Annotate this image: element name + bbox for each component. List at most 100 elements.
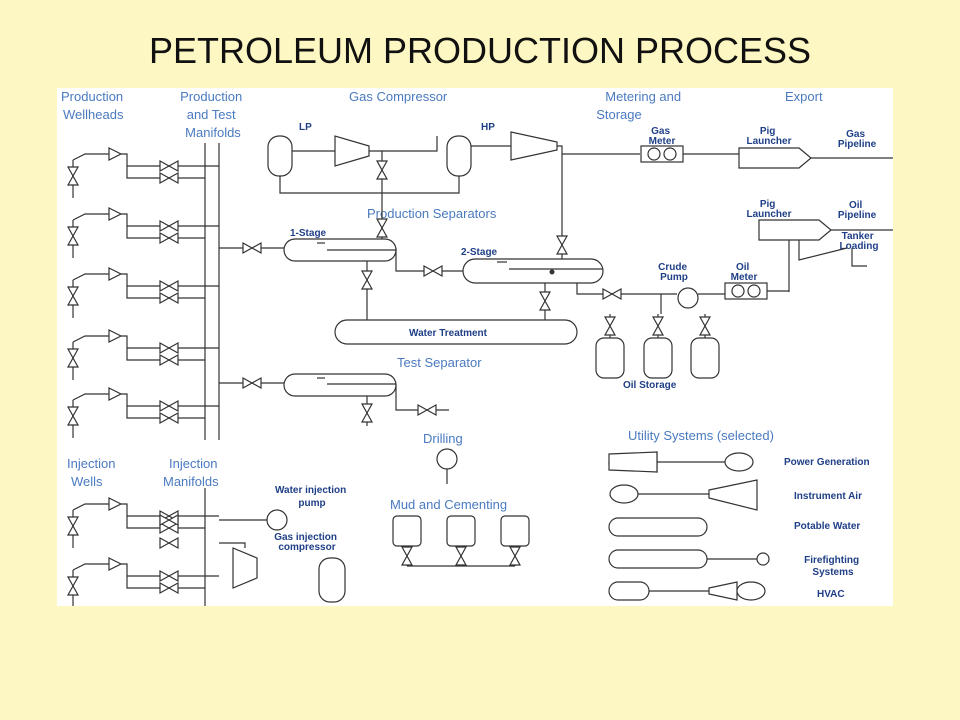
manifold-valve-b [159,581,179,595]
choke-icon [108,147,123,161]
oil-tank-1 [595,337,625,379]
hp-compressor [510,131,558,161]
lp-to-hp [382,136,438,152]
label-injection-manifolds: Injection Manifolds [163,456,221,489]
hp-discharge [557,145,640,155]
manifold-valve-b [159,171,179,185]
injection-well-2 [66,557,219,606]
firefighting-tank [608,549,708,569]
tank-valve-2 [651,316,665,336]
wellhead-valve [66,576,80,596]
gas-meter-rotor-2 [663,147,677,161]
choke-icon [108,267,123,281]
production-well-3 [66,267,219,318]
label-hp: HP [481,122,495,133]
oil-tank-3 [690,337,720,379]
utility-label-power-generation: Power Generation [784,457,870,468]
process-diagram: Production Wellheads Production and Test… [57,88,893,606]
label-tanker-loading: Tanker Loading [840,231,879,252]
valve-sep1-gas [375,218,389,238]
manifold-valve-a [159,569,179,583]
separator-2-stage [462,258,604,284]
utility-label-instrument-air: Instrument Air [794,491,862,502]
wellhead-branch [72,273,109,281]
wellheads-group [66,147,219,606]
label-utility-systems: Utility Systems (selected) [628,428,774,443]
valve-water-injection [159,513,179,527]
manifold-valve-a [159,279,179,293]
mud-tank-3 [500,515,530,547]
production-well-5 [66,387,219,438]
manifold-valve-a [159,341,179,355]
wellhead-branch [72,393,109,401]
wellhead-valve [66,226,80,246]
hvac-compressor [708,581,738,601]
potable-water-tank [608,517,708,537]
manifold-valve-b [159,231,179,245]
label-pig-launcher-oil: Pig Launcher [746,199,791,220]
water-injection-pump [266,509,288,531]
valve-gas-injection [159,536,179,550]
lp-scrubber [267,135,293,177]
label-production-separators: Production Separators [367,206,497,221]
label-metering-storage: Metering and Storage [596,89,685,122]
label-pig-launcher-gas: Pig Launcher [746,126,791,147]
choke-icon [108,329,123,343]
oil-meter-rotor-1 [731,284,745,298]
oil-tank-2 [643,337,673,379]
valve-test-inlet [242,376,262,390]
mud-tank-2 [446,515,476,547]
pig-launcher-gas [738,147,812,169]
hvac-unit [608,581,650,601]
wellhead-branch [72,563,109,571]
production-well-4 [66,329,219,380]
manifold-valve-b [159,291,179,305]
manifold-valve-b [159,353,179,367]
tanker-leg [851,248,867,267]
pig-launcher-oil [758,219,832,241]
process-valves [159,160,622,550]
wellhead-branch [72,503,109,511]
label-production-test-manifolds: Production and Test Manifolds [180,89,246,140]
choke-icon [108,497,123,511]
label-production-wellheads: Production Wellheads [61,89,127,122]
utility-label-firefighting-systems: Firefighting Systems [804,555,862,578]
valve-sep2-gas [555,235,569,255]
wellhead-branch [72,335,109,343]
wellhead-branch [72,213,109,221]
instrument-air-motor [609,484,639,504]
choke-icon [108,557,123,571]
mud-valve-2 [454,546,468,566]
mud-tank-1 [392,515,422,547]
manifold-valve-a [159,159,179,173]
choke-icon [108,387,123,401]
label-mud-cementing: Mud and Cementing [390,497,507,512]
wellhead-valve [66,348,80,368]
label-gas-meter: Gas Meter [649,126,676,147]
valve-sep2-water [538,291,552,311]
manifold-valve-b [159,521,179,535]
mud-cementing-tanks [392,515,530,566]
crude-pump [677,287,699,309]
test-separator [283,373,397,397]
label-crude-pump: Crude Pump [658,262,690,283]
water-treatment [334,319,578,345]
sep1-to-sep2 [395,248,463,272]
power-gen-generator [724,452,754,472]
sep2-oil-line [576,283,677,295]
utility-label-hvac: HVAC [817,589,845,600]
hvac-fan [736,581,766,601]
gas-meter [640,145,684,163]
valve-inlet-sep1 [242,241,262,255]
drilling-unit [436,448,458,470]
label-lp: LP [299,122,312,133]
valve-test-water [360,403,374,423]
label-oil-meter: Oil Meter [731,262,758,283]
wellhead-branch [72,153,109,161]
oil-storage-tanks [595,314,720,379]
label-water-injection-pump: Water injection pump [275,485,349,509]
valve-test-oil [417,403,437,417]
production-well-1 [66,147,219,198]
gas-injection-vessel [318,557,346,603]
tank-valve-1 [603,316,617,336]
